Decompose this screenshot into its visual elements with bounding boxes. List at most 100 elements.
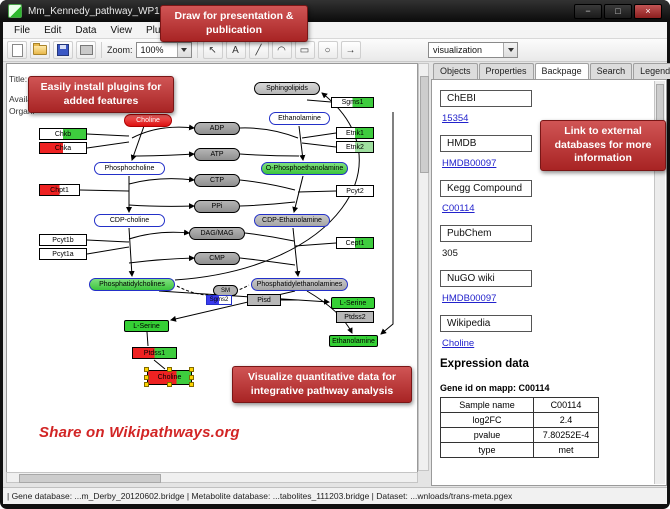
pathway-node-pcyt1b[interactable]: Pcyt1b [39,234,87,246]
pathway-node-cept1[interactable]: Cept1 [336,237,374,249]
tab-objects[interactable]: Objects [433,63,478,79]
menu-file[interactable]: File [14,24,31,36]
selection-handle[interactable] [189,382,194,387]
pathway-node-adp[interactable]: ADP [194,122,240,135]
pathway-node-phosphatidylcholines[interactable]: Phosphatidylcholines [89,278,175,291]
pathway-node-chpt1[interactable]: Chpt1 [39,184,80,196]
menu-bar: File Edit Data View Plugins Help [3,22,667,39]
pathway-node-sphingolipids[interactable]: Sphingolipids [254,82,320,95]
kegg-link[interactable]: C00114 [442,203,475,214]
pathway-node-ethanolamine[interactable]: Ethanolamine [329,335,378,347]
menu-view[interactable]: View [110,24,132,36]
pathway-node-chka[interactable]: Chka [39,142,87,154]
chevron-down-icon[interactable] [176,43,191,57]
visualization-select[interactable]: visualization [428,42,518,58]
table-cell: 2.4 [533,412,599,428]
table-cell: log2FC [440,412,534,428]
print-button[interactable] [76,41,96,59]
backpage-section-wikipedia: Wikipedia Choline [440,313,648,349]
pathway-node-cdp-ethanolamine[interactable]: CDP-Ethanolamine [254,214,330,227]
pathway-node-sgms1[interactable]: Sgms1 [331,97,374,108]
pathway-node-etnk2[interactable]: Etnk2 [336,141,374,153]
label-tool-button[interactable]: A [225,41,246,59]
selection-handle[interactable] [144,382,149,387]
backpage-header-chebi: ChEBI [440,90,532,107]
pathway-node-chkb[interactable]: Chkb [39,128,87,140]
backpage-header-nugo: NuGO wiki [440,270,532,287]
pathway-node-ptdss2[interactable]: Ptdss2 [336,311,374,323]
tab-backpage[interactable]: Backpage [534,63,589,79]
pathway-node-sgms2[interactable]: Sgms2 [206,295,232,305]
selection-handle[interactable] [189,367,194,372]
pathway-node-pisd[interactable]: Pisd [247,294,281,306]
selection-handle[interactable] [144,367,149,372]
backpage-header-hmdb: HMDB [440,135,532,152]
pathway-node-o-phosphoethanolamine[interactable]: O-Phosphoethanolamine [261,162,348,175]
pathway-node-pcyt2[interactable]: Pcyt2 [336,185,374,197]
pathway-node-cdp-choline[interactable]: CDP-choline [94,214,165,227]
selection-tool-button[interactable]: ↖ [202,41,223,59]
chebi-link[interactable]: 15354 [442,113,469,124]
chevron-down-icon[interactable] [503,43,517,57]
pathway-node-ppi[interactable]: PPi [194,200,240,213]
tab-legend[interactable]: Legend [633,63,670,79]
pathway-node-ptdss1[interactable]: Ptdss1 [132,347,177,359]
pathway-node-dag-mag[interactable]: DAG/MAG [189,227,245,240]
new-button[interactable] [7,41,27,59]
save-disk-icon [57,44,69,56]
pathway-node-phosphocholine[interactable]: Phosphocholine [94,162,165,175]
pathway-node-l-serine[interactable]: L-Serine [124,320,169,332]
arrow-tool-button[interactable]: → [340,41,361,59]
open-button[interactable] [30,41,50,59]
selection-handle[interactable] [166,382,172,387]
line-tool-button[interactable]: ╱ [248,41,269,59]
zoom-value: 100% [140,45,164,55]
pathway-node-phosphatidylethanolamines[interactable]: Phosphatidylethanolamines [251,278,348,291]
hmdb-link[interactable]: HMDB00097 [442,158,497,169]
menu-edit[interactable]: Edit [44,24,62,36]
table-cell: C00114 [533,397,599,413]
nugo-link[interactable]: HMDB00097 [442,293,497,304]
scrollbar-thumb[interactable] [19,474,161,483]
table-cell: pvalue [440,427,534,443]
rectangle-tool-button[interactable]: ▭ [294,41,315,59]
arc-tool-button[interactable]: ◠ [271,41,292,59]
pathway-node-ethanolamine[interactable]: Ethanolamine [269,112,330,125]
side-panel-tabs: Objects Properties Backpage Search Legen… [431,63,670,79]
tab-properties[interactable]: Properties [478,63,534,79]
scrollbar-thumb[interactable] [420,76,429,173]
app-icon [8,4,22,18]
pathway-node-atp[interactable]: ATP [194,148,240,161]
maximize-button[interactable]: □ [604,3,632,19]
pathway-node-choline[interactable]: Choline [124,114,172,127]
selection-handle[interactable] [189,374,194,380]
close-button[interactable]: × [634,3,662,19]
minimize-button[interactable]: − [574,3,602,19]
tab-search[interactable]: Search [589,63,633,79]
callout-draw-presentation: Draw for presentation & publication [160,5,308,43]
zoom-select[interactable]: 100% [135,42,192,58]
pathway-node-ctp[interactable]: CTP [194,174,240,187]
selection-handle[interactable] [144,374,149,380]
pathway-node-l-serine[interactable]: L-Serine [331,297,375,309]
new-file-icon [11,43,23,57]
save-button[interactable] [53,41,73,59]
pathway-node-etnk1[interactable]: Etnk1 [336,127,374,139]
canvas-vertical-scrollbar[interactable] [418,63,429,471]
table-cell: 7.80252E-4 [533,427,599,443]
title-bar[interactable]: Mm_Kennedy_pathway_WP1771_45176.gp... − … [0,0,670,22]
wikipedia-link[interactable]: Choline [442,338,475,349]
table-row: Sample name C00114 [440,397,599,413]
pathway-organism-label: Organi [9,106,35,116]
toolbar-separator [196,42,198,58]
pathway-node-pcyt1a[interactable]: Pcyt1a [39,248,87,260]
oval-tool-button[interactable]: ○ [317,41,338,59]
pathway-node-cmp[interactable]: CMP [194,252,240,265]
backpage-section-nugo: NuGO wiki HMDB00097 [440,268,648,304]
toolbar: Zoom: 100% ↖ A ╱ ◠ ▭ ○ → visualization [3,39,667,62]
menu-data[interactable]: Data [75,24,97,36]
selection-handle[interactable] [166,367,172,372]
canvas-horizontal-scrollbar[interactable] [6,472,418,483]
